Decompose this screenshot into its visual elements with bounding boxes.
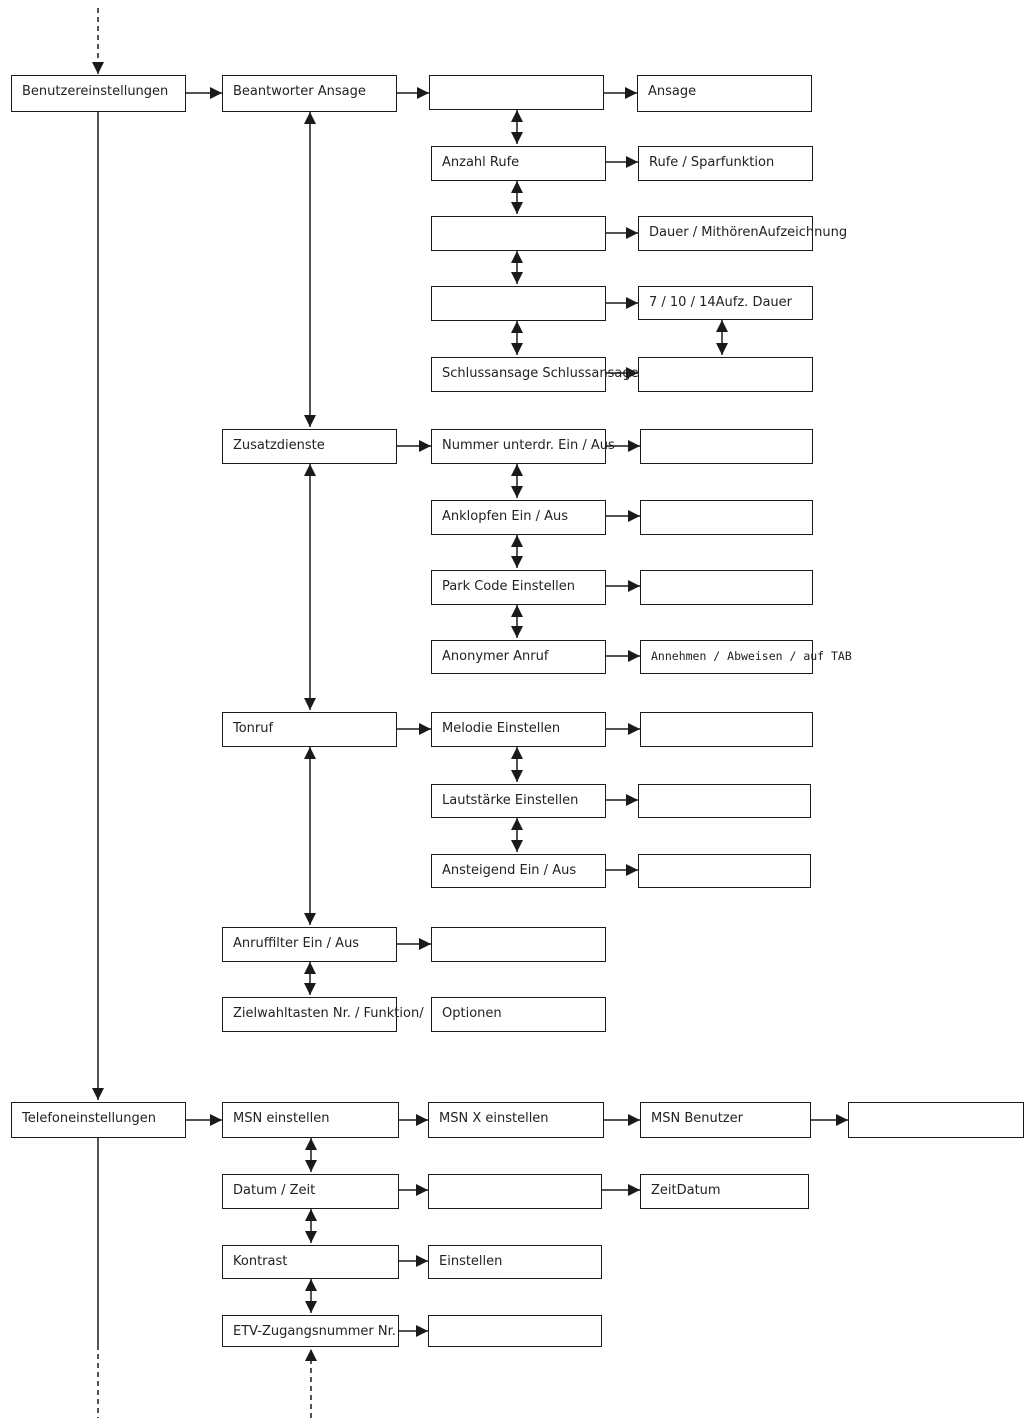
- node-schlussansage[interactable]: Schlussansage Schlussansage: [431, 357, 639, 392]
- node-datum-empty[interactable]: [428, 1174, 602, 1209]
- node-kontrast[interactable]: Kontrast: [222, 1245, 399, 1279]
- node-park-code-empty[interactable]: [640, 570, 813, 605]
- node-anruffilter[interactable]: Anruffilter Ein / Aus: [222, 927, 397, 962]
- node-tonruf[interactable]: Tonruf: [222, 712, 397, 747]
- node-anruffilter-empty[interactable]: [431, 927, 606, 962]
- node-zielwahl-optionen[interactable]: Optionen: [431, 997, 606, 1032]
- node-beantworter-empty-1[interactable]: [429, 75, 604, 110]
- node-anonymer-anruf[interactable]: Anonymer Anruf: [431, 640, 606, 674]
- node-zeitdatum[interactable]: ZeitDatum: [640, 1174, 809, 1209]
- node-datum-zeit[interactable]: Datum / Zeit: [222, 1174, 399, 1209]
- node-msn-benutzer-empty[interactable]: [848, 1102, 1024, 1138]
- node-melodie-empty[interactable]: [640, 712, 813, 747]
- node-rufe-sparfunktion[interactable]: Rufe / Sparfunktion: [638, 146, 813, 181]
- node-msn-benutzer[interactable]: MSN Benutzer: [640, 1102, 811, 1138]
- node-zusatzdienste[interactable]: Zusatzdienste: [222, 429, 397, 464]
- node-telefoneinstellungen[interactable]: Telefoneinstellungen: [11, 1102, 186, 1138]
- node-anzahl-rufe[interactable]: Anzahl Rufe: [431, 146, 606, 181]
- node-melodie[interactable]: Melodie Einstellen: [431, 712, 606, 747]
- node-nummer-empty[interactable]: [640, 429, 813, 464]
- node-msn-einstellen[interactable]: MSN einstellen: [222, 1102, 399, 1138]
- node-msn-x-einstellen[interactable]: MSN X einstellen: [428, 1102, 604, 1138]
- node-lautstaerke[interactable]: Lautstärke Einstellen: [431, 784, 606, 818]
- node-aufz-dauer[interactable]: 7 / 10 / 14Aufz. Dauer: [638, 286, 813, 320]
- node-beantworter-empty-3[interactable]: [431, 216, 606, 251]
- node-ansteigend[interactable]: Ansteigend Ein / Aus: [431, 854, 606, 888]
- node-kontrast-einstellen[interactable]: Einstellen: [428, 1245, 602, 1279]
- node-lautstaerke-empty[interactable]: [638, 784, 811, 818]
- node-ansage[interactable]: Ansage: [637, 75, 812, 112]
- node-anklopfen-empty[interactable]: [640, 500, 813, 535]
- node-nummer-unterdr[interactable]: Nummer unterdr. Ein / Aus: [431, 429, 615, 464]
- node-benutzereinstellungen[interactable]: Benutzereinstellungen: [11, 75, 186, 112]
- node-anonym-optionen[interactable]: Annehmen / Abweisen / auf TAB: [640, 640, 852, 674]
- node-etv-empty[interactable]: [428, 1315, 602, 1347]
- node-park-code[interactable]: Park Code Einstellen: [431, 570, 606, 605]
- node-ansteigend-empty[interactable]: [638, 854, 811, 888]
- node-etv-zugangsnummer[interactable]: ETV-Zugangsnummer Nr.: [222, 1315, 399, 1347]
- node-beantworter-empty-4[interactable]: [431, 286, 606, 321]
- node-schlussansage-empty[interactable]: [638, 357, 813, 392]
- node-beantworter-ansage[interactable]: Beantworter Ansage: [222, 75, 397, 112]
- node-dauer-mithoeren[interactable]: Dauer / MithörenAufzeichnung: [638, 216, 847, 251]
- node-zielwahltasten[interactable]: Zielwahltasten Nr. / Funktion/: [222, 997, 424, 1032]
- node-anklopfen[interactable]: Anklopfen Ein / Aus: [431, 500, 606, 535]
